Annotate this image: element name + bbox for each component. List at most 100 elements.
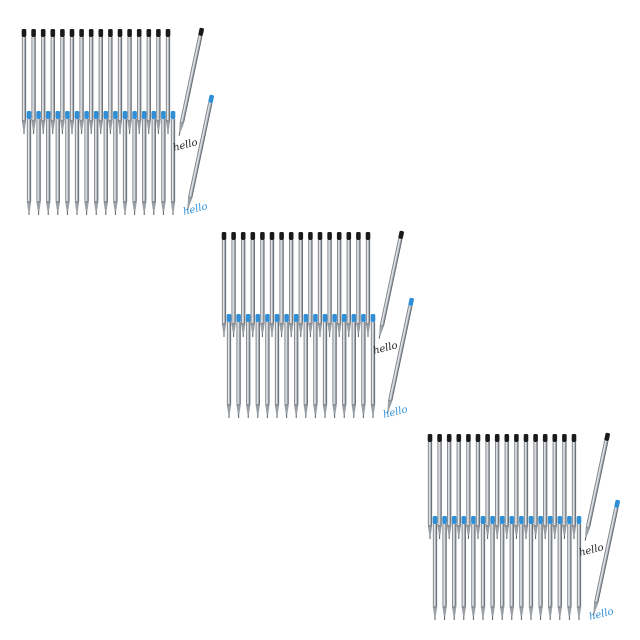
- black-refill: [336, 232, 342, 337]
- black-refill: [21, 29, 27, 134]
- blue-refill: [113, 111, 118, 215]
- blue-refill: [151, 111, 157, 215]
- loose-black-refill: [584, 432, 610, 541]
- black-refill: [466, 434, 471, 539]
- black-refill: [40, 29, 46, 134]
- blue-refill: [274, 314, 280, 418]
- blue-refill: [509, 516, 515, 620]
- black-refill: [514, 434, 519, 539]
- blue-refill: [547, 516, 553, 620]
- black-refill: [365, 232, 371, 337]
- black-refill: [485, 434, 490, 539]
- black-refill: [117, 29, 123, 134]
- blue-refill: [84, 111, 89, 215]
- black-refill: [88, 29, 94, 134]
- black-refill: [571, 434, 577, 539]
- blue-refill: [499, 516, 505, 620]
- black-refill: [127, 29, 132, 134]
- black-refill: [308, 232, 313, 337]
- black-refill: [446, 434, 452, 539]
- blue-refill: [93, 111, 99, 215]
- loose-blue-refill: [386, 297, 414, 414]
- black-refill: [108, 29, 113, 134]
- black-refill: [60, 29, 65, 134]
- blue-refill: [65, 111, 70, 215]
- black-refill: [427, 434, 433, 539]
- blue-refill: [303, 314, 309, 418]
- blue-refill: [432, 516, 438, 620]
- black-refill: [317, 232, 323, 337]
- blue-refill: [236, 314, 241, 418]
- black-refill: [523, 434, 529, 539]
- blue-refill: [557, 516, 563, 620]
- black-refill: [136, 29, 142, 134]
- blue-refill: [442, 516, 447, 620]
- blue-refill: [490, 516, 495, 620]
- black-refill: [146, 29, 152, 134]
- blue-refill: [538, 516, 543, 620]
- black-refill: [327, 232, 332, 337]
- black-refill: [69, 29, 75, 134]
- blue-refill: [528, 516, 534, 620]
- black-refill: [533, 434, 538, 539]
- black-refill: [231, 232, 236, 337]
- blue-refill: [74, 111, 80, 215]
- blue-refill: [45, 111, 51, 215]
- loose-black-refill: [178, 27, 204, 136]
- blue-refill: [170, 111, 176, 215]
- blue-refill: [293, 314, 299, 418]
- blue-refill: [322, 314, 328, 418]
- black-refill: [562, 434, 567, 539]
- blue-refill: [36, 111, 41, 215]
- blue-refill: [122, 111, 128, 215]
- blue-refill: [161, 111, 166, 215]
- blue-refill: [245, 314, 251, 418]
- blue-refill: [451, 516, 457, 620]
- blue-refill: [284, 314, 289, 418]
- black-refill: [98, 29, 104, 134]
- blue-refill: [576, 516, 582, 620]
- black-refill: [456, 434, 462, 539]
- blue-refill: [471, 516, 476, 620]
- black-refill: [504, 434, 510, 539]
- blue-refill: [141, 111, 147, 215]
- blue-refill: [332, 314, 337, 418]
- black-refill: [542, 434, 548, 539]
- loose-blue-refill: [186, 94, 214, 211]
- black-refill: [260, 232, 265, 337]
- black-refill: [494, 434, 500, 539]
- black-refill: [221, 232, 227, 337]
- blue-refill: [519, 516, 524, 620]
- blue-refill: [567, 516, 572, 620]
- black-refill: [156, 29, 161, 134]
- loose-blue-refill: [592, 499, 620, 616]
- blue-refill: [480, 516, 486, 620]
- blue-refill: [26, 111, 32, 215]
- black-refill: [240, 232, 246, 337]
- blue-refill: [313, 314, 318, 418]
- blue-refill: [461, 516, 467, 620]
- black-refill: [298, 232, 304, 337]
- black-refill: [279, 232, 284, 337]
- black-refill: [165, 29, 171, 134]
- black-refill: [250, 232, 256, 337]
- blue-refill: [55, 111, 61, 215]
- blue-refill: [132, 111, 137, 215]
- blue-refill: [361, 314, 366, 418]
- blue-refill: [255, 314, 261, 418]
- black-refill: [79, 29, 84, 134]
- blue-refill: [341, 314, 347, 418]
- blue-refill: [226, 314, 232, 418]
- black-refill: [269, 232, 275, 337]
- black-refill: [346, 232, 352, 337]
- black-refill: [50, 29, 56, 134]
- black-refill: [552, 434, 558, 539]
- black-refill: [288, 232, 294, 337]
- black-refill: [437, 434, 442, 539]
- black-refill: [356, 232, 361, 337]
- blue-refill: [103, 111, 109, 215]
